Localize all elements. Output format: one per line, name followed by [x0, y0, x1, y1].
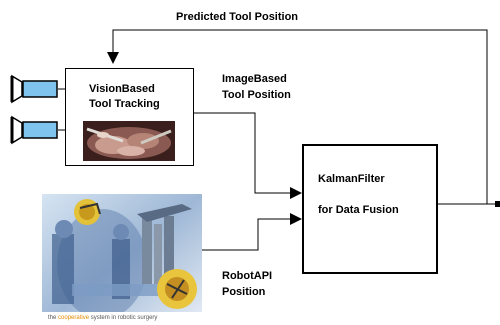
imagebased-label: ImageBased — [222, 73, 287, 85]
vision-title: VisionBased — [89, 83, 155, 95]
photo-caption: the cooperative system in robotic surger… — [48, 315, 158, 321]
vision-tracking-block: VisionBased Tool Tracking — [65, 68, 194, 166]
robot-to-kalman-line — [202, 213, 302, 251]
feedback-line — [107, 29, 488, 204]
endoscope-view-image — [83, 121, 175, 161]
kalman-filter-block: KalmanFilter for Data Fusion — [302, 144, 438, 274]
imagebased-position-label: Tool Position — [222, 89, 291, 101]
output-terminal — [495, 201, 500, 207]
video-camera-icon — [10, 74, 58, 104]
robotapi-label: RobotAPI — [222, 270, 273, 282]
video-camera-icon — [10, 115, 58, 145]
robotapi-position-label: Position — [222, 286, 266, 298]
kalman-title: KalmanFilter — [318, 173, 385, 185]
surgical-robot-photo — [42, 194, 202, 325]
vision-to-kalman-line — [194, 112, 302, 199]
vision-subtitle: Tool Tracking — [89, 98, 160, 110]
kalman-subtitle: for Data Fusion — [318, 204, 399, 216]
predicted-position-label: Predicted Tool Position — [176, 11, 299, 23]
